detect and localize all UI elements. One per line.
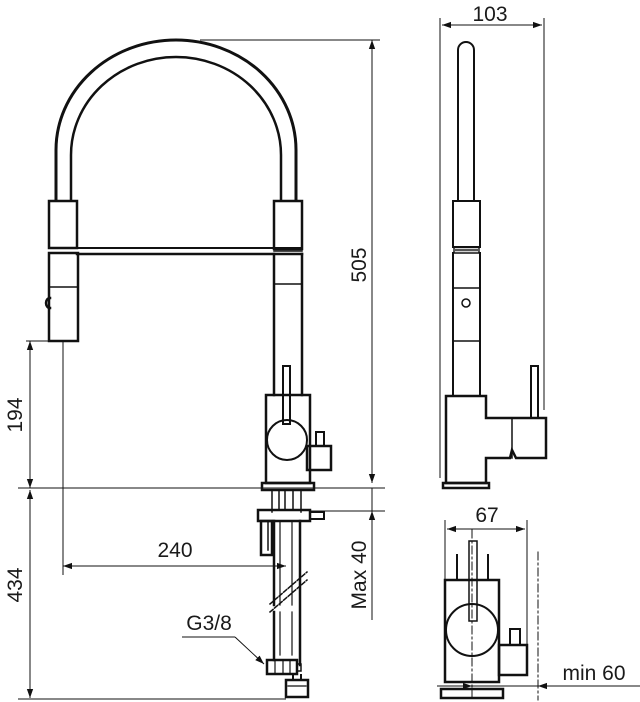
dim-434: 434 (4, 567, 27, 602)
dim-max-40: Max 40 (348, 541, 371, 610)
side-hose (457, 41, 475, 202)
dim-194: 194 (4, 397, 27, 432)
top-valve-body (497, 643, 529, 677)
dim-505: 505 (348, 247, 371, 282)
front-view (44, 38, 333, 699)
supply-hoses (272, 519, 302, 667)
spray-head-lower (47, 251, 80, 343)
top-dimensions (437, 520, 640, 690)
label-g3-8: G3/8 (186, 612, 232, 635)
top-valve-knob (509, 628, 521, 646)
side-dimensions (439, 18, 545, 478)
column-dock (272, 199, 304, 251)
side-valve-body (305, 444, 333, 472)
mounting-bracket (259, 519, 274, 557)
connection-nut (265, 658, 299, 676)
dim-67: 67 (475, 504, 498, 527)
front-dimensions (18, 39, 385, 700)
dim-min-60: min 60 (562, 662, 625, 685)
base-flange (260, 481, 316, 492)
spray-head-upper (47, 199, 79, 250)
top-view (439, 529, 539, 701)
dim-103: 103 (472, 3, 507, 26)
side-valve-knob (315, 431, 325, 447)
threaded-shank (271, 489, 302, 513)
side-lever (530, 365, 539, 419)
side-dock (452, 200, 481, 248)
bottom-fitting (284, 678, 310, 699)
side-spray-button (461, 298, 471, 308)
side-view (441, 41, 548, 490)
gooseneck-hose (54, 38, 298, 202)
spray-button (44, 296, 52, 310)
break-symbol (268, 570, 309, 614)
mounting-plate (256, 508, 312, 523)
dim-240: 240 (157, 539, 192, 562)
cartridge-circle (266, 419, 308, 461)
top-cartridge (445, 603, 499, 657)
side-base-flange (441, 481, 491, 490)
mixer-body (264, 393, 312, 485)
